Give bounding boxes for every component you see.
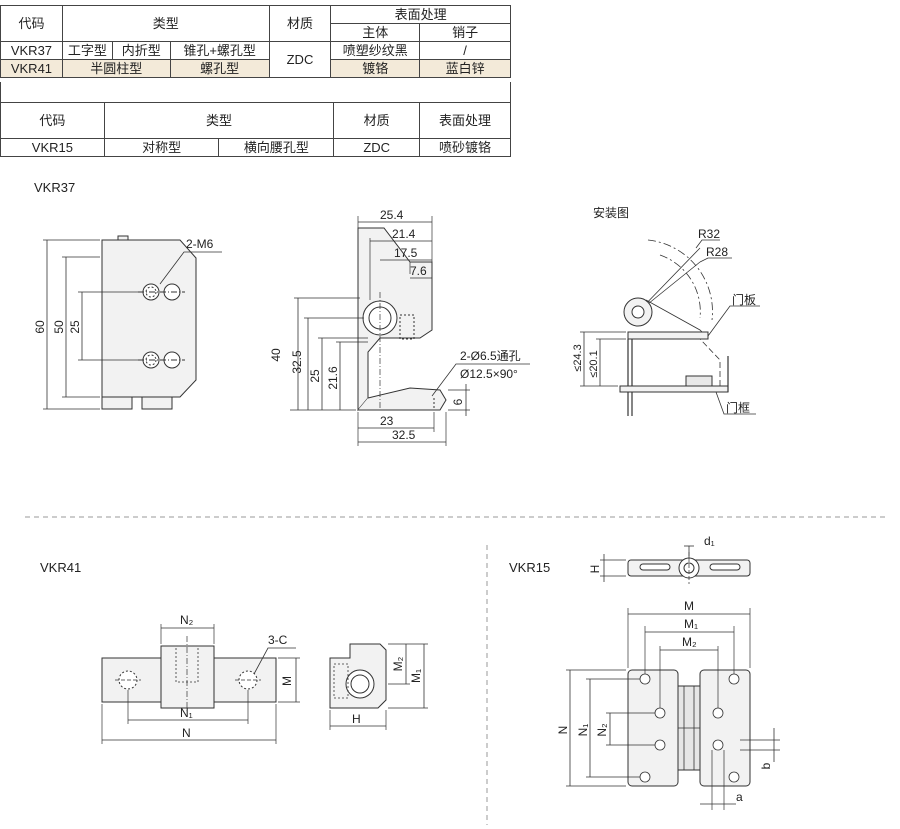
dim-b: b (759, 762, 773, 769)
label-r28: R28 (706, 245, 728, 259)
label-2-m6: 2-M6 (186, 237, 214, 251)
dim-17-5: 17.5 (394, 246, 418, 260)
dim-m-15: M (684, 599, 694, 613)
install-view: ≤24.3 ≤20.1 R32 R28 门板 门框 (572, 227, 760, 416)
cell-surface: 喷砂镀铬 (419, 138, 511, 157)
dim-32-5: 32.5 (290, 350, 304, 374)
header-surface: 表面处理 (419, 102, 511, 139)
header-code: 代码 (0, 5, 63, 42)
dim-h-15: H (588, 565, 602, 574)
cell-type-a: 工字型 (61, 41, 113, 60)
cell-code: VKR15 (0, 138, 105, 157)
cell-body: 镀铬 (330, 59, 421, 78)
dim-a: a (736, 790, 743, 804)
dim-m2-15: M₂ (682, 635, 697, 649)
title-vkr37: VKR37 (34, 180, 75, 195)
cell-type-b: 横向腰孔型 (218, 138, 335, 157)
header-surface: 表面处理 (330, 5, 511, 24)
title-install: 安装图 (593, 205, 629, 220)
vkr41-front-view: N₂ 3-C M N₁ N (101, 613, 300, 744)
cell-type-c: 螺孔型 (169, 59, 270, 78)
vkr37-front-view: 60 50 25 2-M6 (33, 235, 222, 410)
label-hole-through: 2-Ø6.5通孔 (460, 349, 521, 363)
dim-n: N (182, 726, 191, 740)
dim-n2: N₂ (180, 613, 194, 627)
cell-code: VKR41 (0, 59, 63, 78)
title-vkr15: VKR15 (509, 560, 550, 575)
dim-n-15: N (556, 726, 570, 735)
header-type: 类型 (61, 5, 270, 42)
dim-m1-15: M₁ (684, 617, 698, 631)
dim-7-6: 7.6 (410, 264, 427, 278)
dim-m: M (280, 676, 294, 686)
dim-20-1: ≤20.1 (588, 350, 600, 377)
label-countersink: Ø12.5×90° (460, 367, 518, 381)
label-door-frame: 门框 (726, 400, 750, 415)
dim-n1-15: N₁ (576, 724, 590, 737)
cell-type-c: 锥孔+螺孔型 (169, 41, 270, 60)
cell-type-a: 半圆柱型 (61, 59, 171, 78)
dim-n2-15: N₂ (595, 723, 609, 737)
cell-body: 喷塑纱纹黑 (330, 41, 421, 60)
label-door-panel: 门板 (732, 292, 756, 307)
dim-6: 6 (451, 398, 465, 405)
dim-m1: M₁ (409, 669, 423, 683)
spec-table-1: 代码 类型 材质 表面处理 主体 销子 VKR37 工字型 内折型 锥孔+螺孔型… (0, 5, 511, 78)
vkr15-top-view: H d₁ (588, 534, 751, 584)
dim-d1: d₁ (704, 534, 715, 548)
dim-25-side: 25 (308, 369, 322, 383)
header-pin: 销子 (419, 23, 511, 42)
dim-50: 50 (52, 320, 66, 334)
title-vkr41: VKR41 (40, 560, 81, 575)
label-3-c: 3-C (268, 633, 288, 647)
cell-type-a: 对称型 (103, 138, 220, 157)
header-code: 代码 (0, 102, 105, 139)
dim-24-3: ≤24.3 (572, 344, 584, 371)
dim-25-4: 25.4 (380, 208, 404, 222)
vkr15-front-view: M M₁ M₂ N N₁ N₂ b a (556, 599, 780, 810)
cell-pin: 蓝白锌 (419, 59, 511, 78)
dim-21-6: 21.6 (326, 366, 340, 390)
dim-60: 60 (33, 320, 47, 334)
label-r32: R32 (698, 227, 720, 241)
dim-40: 40 (269, 348, 283, 362)
vkr37-side-view: 25.4 21.4 17.5 7.6 40 32.5 25 21.6 6 23 (269, 208, 530, 446)
dim-n1: N₁ (180, 706, 193, 720)
header-type: 类型 (103, 102, 335, 139)
spec-table-2: 代码 类型 材质 表面处理 VKR15 对称型 横向腰孔型 ZDC 喷砂镀铬 (0, 102, 511, 157)
vkr41-side-view: M₂ M₁ H (329, 643, 428, 730)
dim-h: H (352, 712, 361, 726)
dim-m2: M₂ (391, 656, 405, 671)
cell-material: ZDC (268, 41, 332, 78)
dim-21-4: 21.4 (392, 227, 416, 241)
dim-23: 23 (380, 414, 394, 428)
dim-25: 25 (68, 320, 82, 334)
table-gap (0, 82, 511, 102)
dim-32-5-bottom: 32.5 (392, 428, 416, 442)
header-body: 主体 (330, 23, 421, 42)
